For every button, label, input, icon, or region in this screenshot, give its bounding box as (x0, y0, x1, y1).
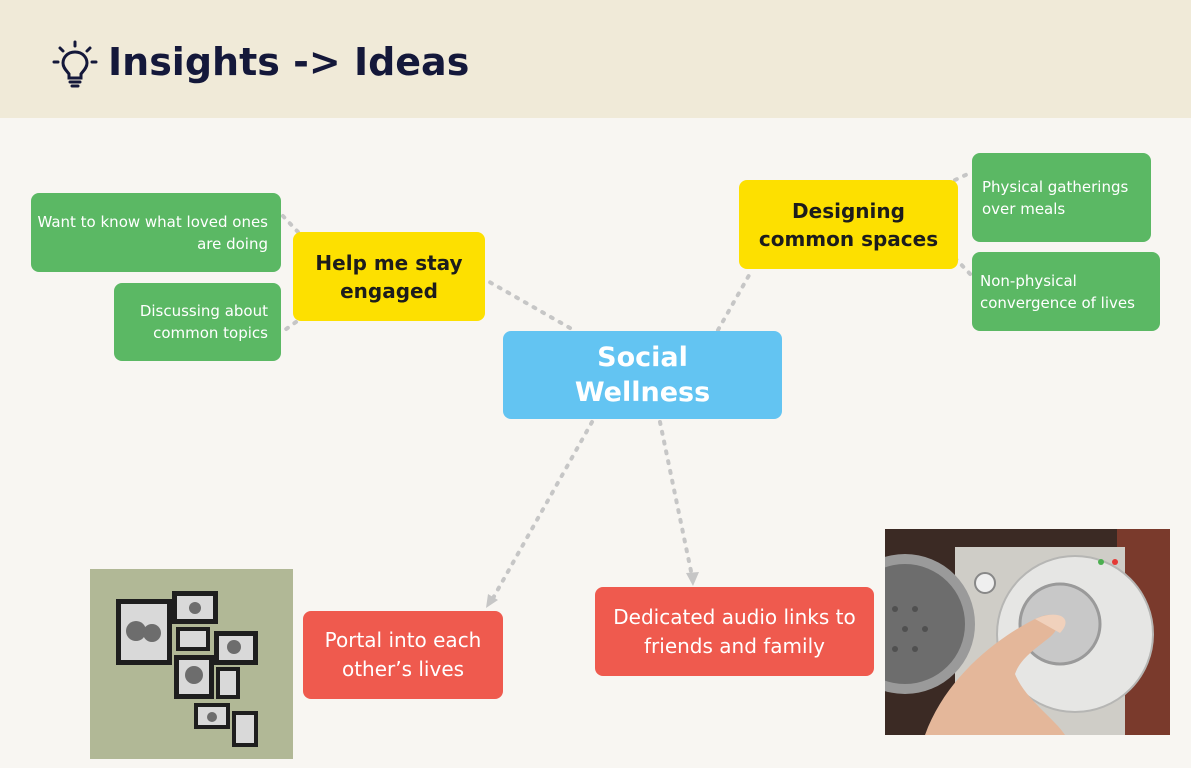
idea-audio-links: Dedicated audio links to friends and fam… (595, 587, 874, 676)
link-engaged-want (280, 213, 300, 234)
link-center-audio (658, 420, 694, 578)
node-help-me-stay-engaged: Help me stay engaged (293, 232, 485, 321)
link-center-spaces (716, 268, 754, 332)
idea-portal: Portal into each other’s lives (303, 611, 503, 699)
photo-frames-wall (90, 569, 293, 759)
arrowhead-portal (486, 594, 498, 608)
link-spaces-nonphysical (953, 256, 974, 278)
link-center-engaged (484, 278, 572, 330)
radio-dial (885, 529, 1170, 735)
node-want-to-know: Want to know what loved ones are doing (31, 193, 281, 272)
arrowhead-audio (686, 572, 699, 586)
page-title: Insights -> Ideas (108, 40, 470, 84)
link-engaged-discussing (280, 320, 298, 334)
node-discussing: Discussing about common topics (114, 283, 281, 361)
link-spaces-physical (953, 170, 974, 182)
link-center-portal (490, 420, 594, 602)
header-bar (0, 0, 1191, 118)
node-designing-common-spaces: Designing common spaces (739, 180, 958, 269)
node-non-physical: Non-physical convergence of lives (972, 252, 1160, 331)
lightbulb-icon (52, 40, 98, 88)
node-social-wellness: Social Wellness (503, 331, 782, 419)
node-physical-gatherings: Physical gatherings over meals (972, 153, 1151, 242)
